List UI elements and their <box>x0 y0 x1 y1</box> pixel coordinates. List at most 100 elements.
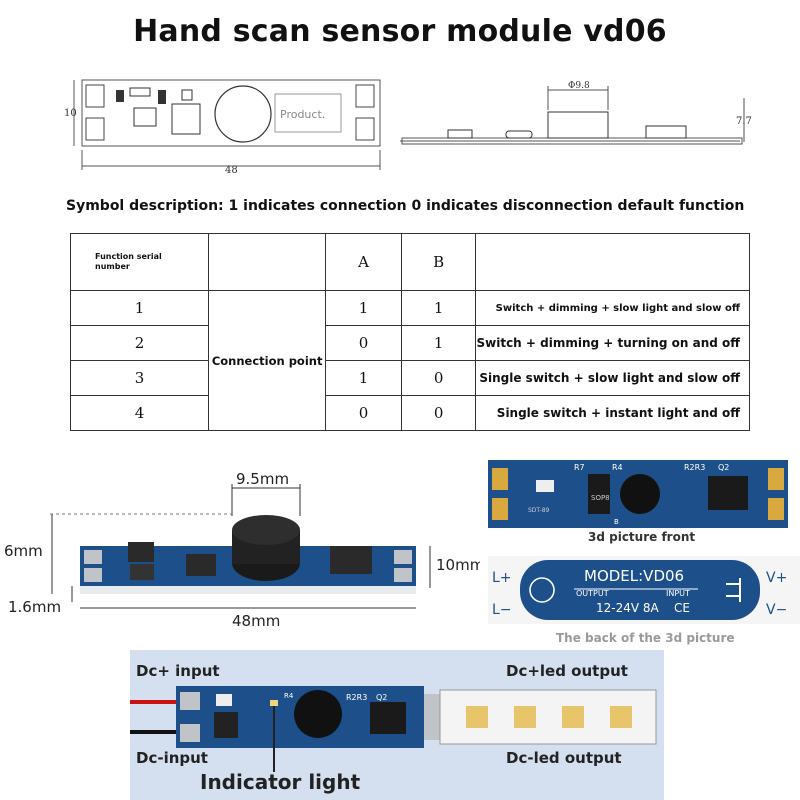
board-label: Q2 <box>376 693 387 702</box>
product-box <box>274 93 342 133</box>
row-desc: Single switch + slow light and slow off <box>475 360 750 396</box>
component <box>214 712 238 738</box>
led <box>466 706 488 728</box>
plug-icon <box>726 578 741 602</box>
dim-top-label: 9.5mm <box>236 470 289 488</box>
component <box>116 90 124 102</box>
board-outline-top <box>81 79 381 147</box>
v-plus-label: V+ <box>766 570 787 586</box>
row-num: 3 <box>69 360 210 396</box>
pcb-label: B <box>614 518 619 526</box>
symbol-description: Symbol description: 1 indicates connecti… <box>66 198 745 214</box>
row-desc: Switch + dimming + slow light and slow o… <box>475 290 750 326</box>
dim-right: 10mm <box>436 556 480 574</box>
dim-thickness: 1.6mm <box>8 598 61 616</box>
product-text: Product. <box>280 108 325 121</box>
table-row: 3 1 0 Single switch + slow light and slo… <box>69 360 750 396</box>
dim-length-label: 48 <box>225 165 238 176</box>
front-pcb: R7 R4 R2R3 Q2 SOP8 SDT-89 B <box>488 460 788 528</box>
connection-point-cell: Connection point <box>208 290 327 431</box>
back-caption: The back of the 3d picture <box>556 631 735 645</box>
row-num: 1 <box>69 290 210 326</box>
gold-pad <box>768 468 784 490</box>
v-minus-label: V− <box>766 602 787 618</box>
pcb-label: R2R3 <box>684 463 705 472</box>
header-serial: Function serial number <box>69 233 210 291</box>
wiring-diagram: R2R3 Q2 R4 <box>130 686 657 772</box>
back-label-plate <box>520 560 760 620</box>
mosfet-wiring <box>370 702 406 734</box>
component <box>130 564 154 580</box>
board-label: R4 <box>284 692 294 700</box>
pcb-label: SOP8 <box>591 494 610 502</box>
dim-height-photo: 6mm <box>4 542 43 560</box>
component <box>129 87 151 97</box>
header-empty <box>208 233 327 291</box>
header-serial-text: Function serial number <box>95 252 162 271</box>
ic-chip <box>171 103 201 135</box>
pcb-label: Q2 <box>718 463 729 472</box>
pad <box>180 724 200 742</box>
dim-height-label: 10 <box>64 108 77 119</box>
led <box>562 706 584 728</box>
dc-minus-input-label: Dc-input <box>136 749 208 767</box>
row-desc: Single switch + instant light and off <box>475 395 750 431</box>
pad <box>355 84 375 108</box>
row-num: 2 <box>69 325 210 361</box>
table-row: 2 0 1 Switch + dimming + turning on and … <box>69 325 750 361</box>
gold-pad <box>492 468 508 490</box>
led <box>514 706 536 728</box>
page-title: Hand scan sensor module vd06 <box>133 14 667 49</box>
bulb-icon <box>529 577 555 603</box>
l-minus-label: L− <box>492 602 512 618</box>
row-a: 1 <box>325 360 402 396</box>
component <box>216 694 232 706</box>
dc-plus-led-label: Dc+led output <box>506 662 628 680</box>
dim-side-height-label: 7.7 <box>736 116 752 127</box>
row-a: 0 <box>325 325 402 361</box>
gold-pad <box>492 498 508 520</box>
row-b: 0 <box>400 360 477 396</box>
board-label: R2R3 <box>346 693 367 702</box>
header-b: B <box>400 233 477 291</box>
pad <box>355 117 375 141</box>
dc-plus-input-label: Dc+ input <box>136 662 220 680</box>
mosfet-front <box>708 476 748 510</box>
dc-minus-led-label: Dc-led output <box>506 749 622 767</box>
sensor-front <box>620 474 660 514</box>
row-num: 4 <box>69 395 210 431</box>
sensor-top <box>232 515 300 545</box>
row-desc: Switch + dimming + turning on and off <box>475 325 750 361</box>
mosfet <box>330 546 372 574</box>
component <box>133 107 157 127</box>
table-header-row: Function serial number A B <box>69 233 750 291</box>
sensor-wiring <box>294 690 342 738</box>
l-plus-label: L+ <box>492 570 512 586</box>
sensor-circle <box>214 85 272 143</box>
output-text: OUTPUT <box>576 589 609 598</box>
table-row: 4 0 0 Single switch + instant light and … <box>69 395 750 431</box>
pad <box>180 692 200 710</box>
row-b: 0 <box>400 395 477 431</box>
pad <box>84 568 102 582</box>
ce-mark: CE <box>674 601 690 615</box>
header-a: A <box>325 233 402 291</box>
pad <box>84 550 102 564</box>
pcb-label: R4 <box>612 463 623 472</box>
front-caption: 3d picture front <box>588 530 696 544</box>
back-pcb: MODEL:VD06 OUTPUT INPUT 12-24V 8A CE L+ … <box>488 556 800 624</box>
pad <box>394 568 412 582</box>
input-text: INPUT <box>666 589 690 598</box>
row-b: 1 <box>400 290 477 326</box>
pcb-edge <box>80 586 416 594</box>
model-text: MODEL:VD06 <box>584 567 684 585</box>
row-b: 1 <box>400 325 477 361</box>
pad <box>85 117 105 141</box>
sop8-chip <box>588 474 610 514</box>
pcb-label: R7 <box>574 463 585 472</box>
component-side <box>645 125 687 139</box>
component <box>128 542 154 562</box>
dim-diameter-label: Φ9.8 <box>568 81 590 91</box>
gold-pad <box>768 498 784 520</box>
indicator-light-label: Indicator light <box>200 770 361 794</box>
